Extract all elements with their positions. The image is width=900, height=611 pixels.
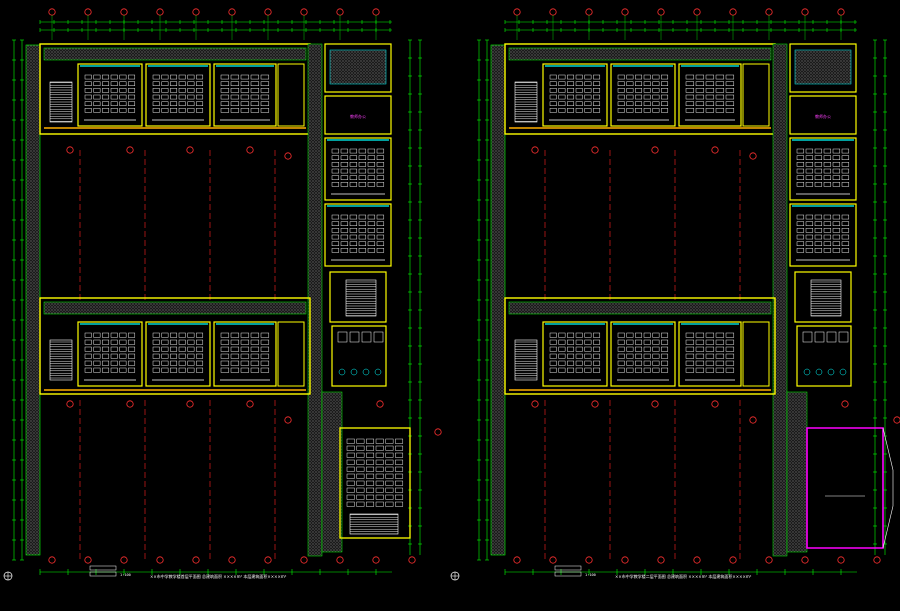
axis-bubble-icon [66, 400, 74, 408]
axis-bubble-icon [372, 556, 380, 564]
axis-bubble-icon [156, 556, 164, 564]
axis-bubble-icon [765, 8, 773, 16]
axis-bubble-icon [300, 8, 308, 16]
axis-bubble-icon [120, 556, 128, 564]
axis-bubble-icon [66, 146, 74, 154]
axis-bubble-icon [246, 146, 254, 154]
axis-bubble-icon [336, 8, 344, 16]
caption-scale: 1:100 [120, 573, 131, 577]
axis-bubble-icon [228, 8, 236, 16]
axis-bubble-icon [711, 146, 719, 154]
axis-bubble-icon [186, 400, 194, 408]
plan-right: 教师办公 1:100 ××市中学教学楼二层平面图 总建筑面积 ××××m² 本层建筑… [450, 8, 900, 581]
axis-bubble-icon [693, 556, 701, 564]
axis-bubble-icon [651, 146, 659, 154]
axis-bubble-icon [693, 8, 701, 16]
axis-bubble-icon [549, 556, 557, 564]
axis-bubble-icon [801, 556, 809, 564]
caption-scale: 1:100 [585, 573, 596, 577]
axis-bubble-icon [729, 8, 737, 16]
axis-bubble-icon [621, 556, 629, 564]
canopy-outline [806, 427, 884, 549]
axis-bubble-icon [531, 400, 539, 408]
axis-bubble-icon [84, 8, 92, 16]
axis-bubble-icon [264, 8, 272, 16]
axis-bubble-icon [801, 8, 809, 16]
axis-bubble-icon [84, 556, 92, 564]
axis-bubble-icon [192, 8, 200, 16]
axis-bubble-icon [549, 8, 557, 16]
axis-bubble-icon [264, 556, 272, 564]
axis-bubble-icon [591, 400, 599, 408]
axis-bubble-icon [284, 416, 292, 424]
axis-bubble-icon [120, 8, 128, 16]
axis-bubble-icon [657, 556, 665, 564]
caption-main: ××市中学教学楼首层平面图 总建筑面积 ××××m² 本层建筑面积××××m² [150, 573, 287, 579]
axis-bubble-icon [837, 556, 845, 564]
axis-bubble-icon [749, 152, 757, 160]
axis-bubble-icon [893, 416, 900, 424]
axis-bubble-icon [657, 8, 665, 16]
axis-bubble-icon [284, 152, 292, 160]
axis-bubble-icon [300, 556, 308, 564]
axis-bubble-icon [651, 400, 659, 408]
axis-bubble-icon [531, 146, 539, 154]
axis-bubble-icon [372, 8, 380, 16]
axis-bubble-icon [376, 400, 384, 408]
axis-bubble-icon [729, 556, 737, 564]
axis-bubble-icon [228, 556, 236, 564]
axis-bubble-icon [837, 8, 845, 16]
axis-bubble-icon [126, 146, 134, 154]
plan-left: 教师办公 1:100 ××市中学教学楼首层平面图 总建筑面积 ××××m² 本层建筑… [3, 8, 442, 581]
axis-bubble-icon [873, 556, 881, 564]
axis-bubble-icon [156, 8, 164, 16]
caption-main: ××市中学教学楼二层平面图 总建筑面积 ××××m² 本层建筑面积××××m² [615, 573, 752, 579]
axis-bubble-icon [513, 8, 521, 16]
axis-bubble-icon [48, 8, 56, 16]
axis-bubble-icon [621, 8, 629, 16]
room-label-office: 教师办公 [815, 113, 831, 119]
axis-bubble-icon [434, 428, 442, 436]
axis-bubble-icon [585, 8, 593, 16]
axis-bubble-icon [513, 556, 521, 564]
axis-bubble-icon [192, 556, 200, 564]
axis-bubble-icon [711, 400, 719, 408]
axis-bubble-icon [126, 400, 134, 408]
axis-bubble-icon [336, 556, 344, 564]
axis-bubble-icon [765, 556, 773, 564]
axis-bubble-icon [749, 416, 757, 424]
axis-bubble-icon [585, 556, 593, 564]
axis-bubble-icon [591, 146, 599, 154]
axis-bubble-icon [48, 556, 56, 564]
axis-bubble-icon [408, 556, 416, 564]
axis-bubble-icon [186, 146, 194, 154]
room-label-office: 教师办公 [350, 113, 366, 119]
axis-bubble-icon [841, 400, 849, 408]
axis-bubble-icon [246, 400, 254, 408]
